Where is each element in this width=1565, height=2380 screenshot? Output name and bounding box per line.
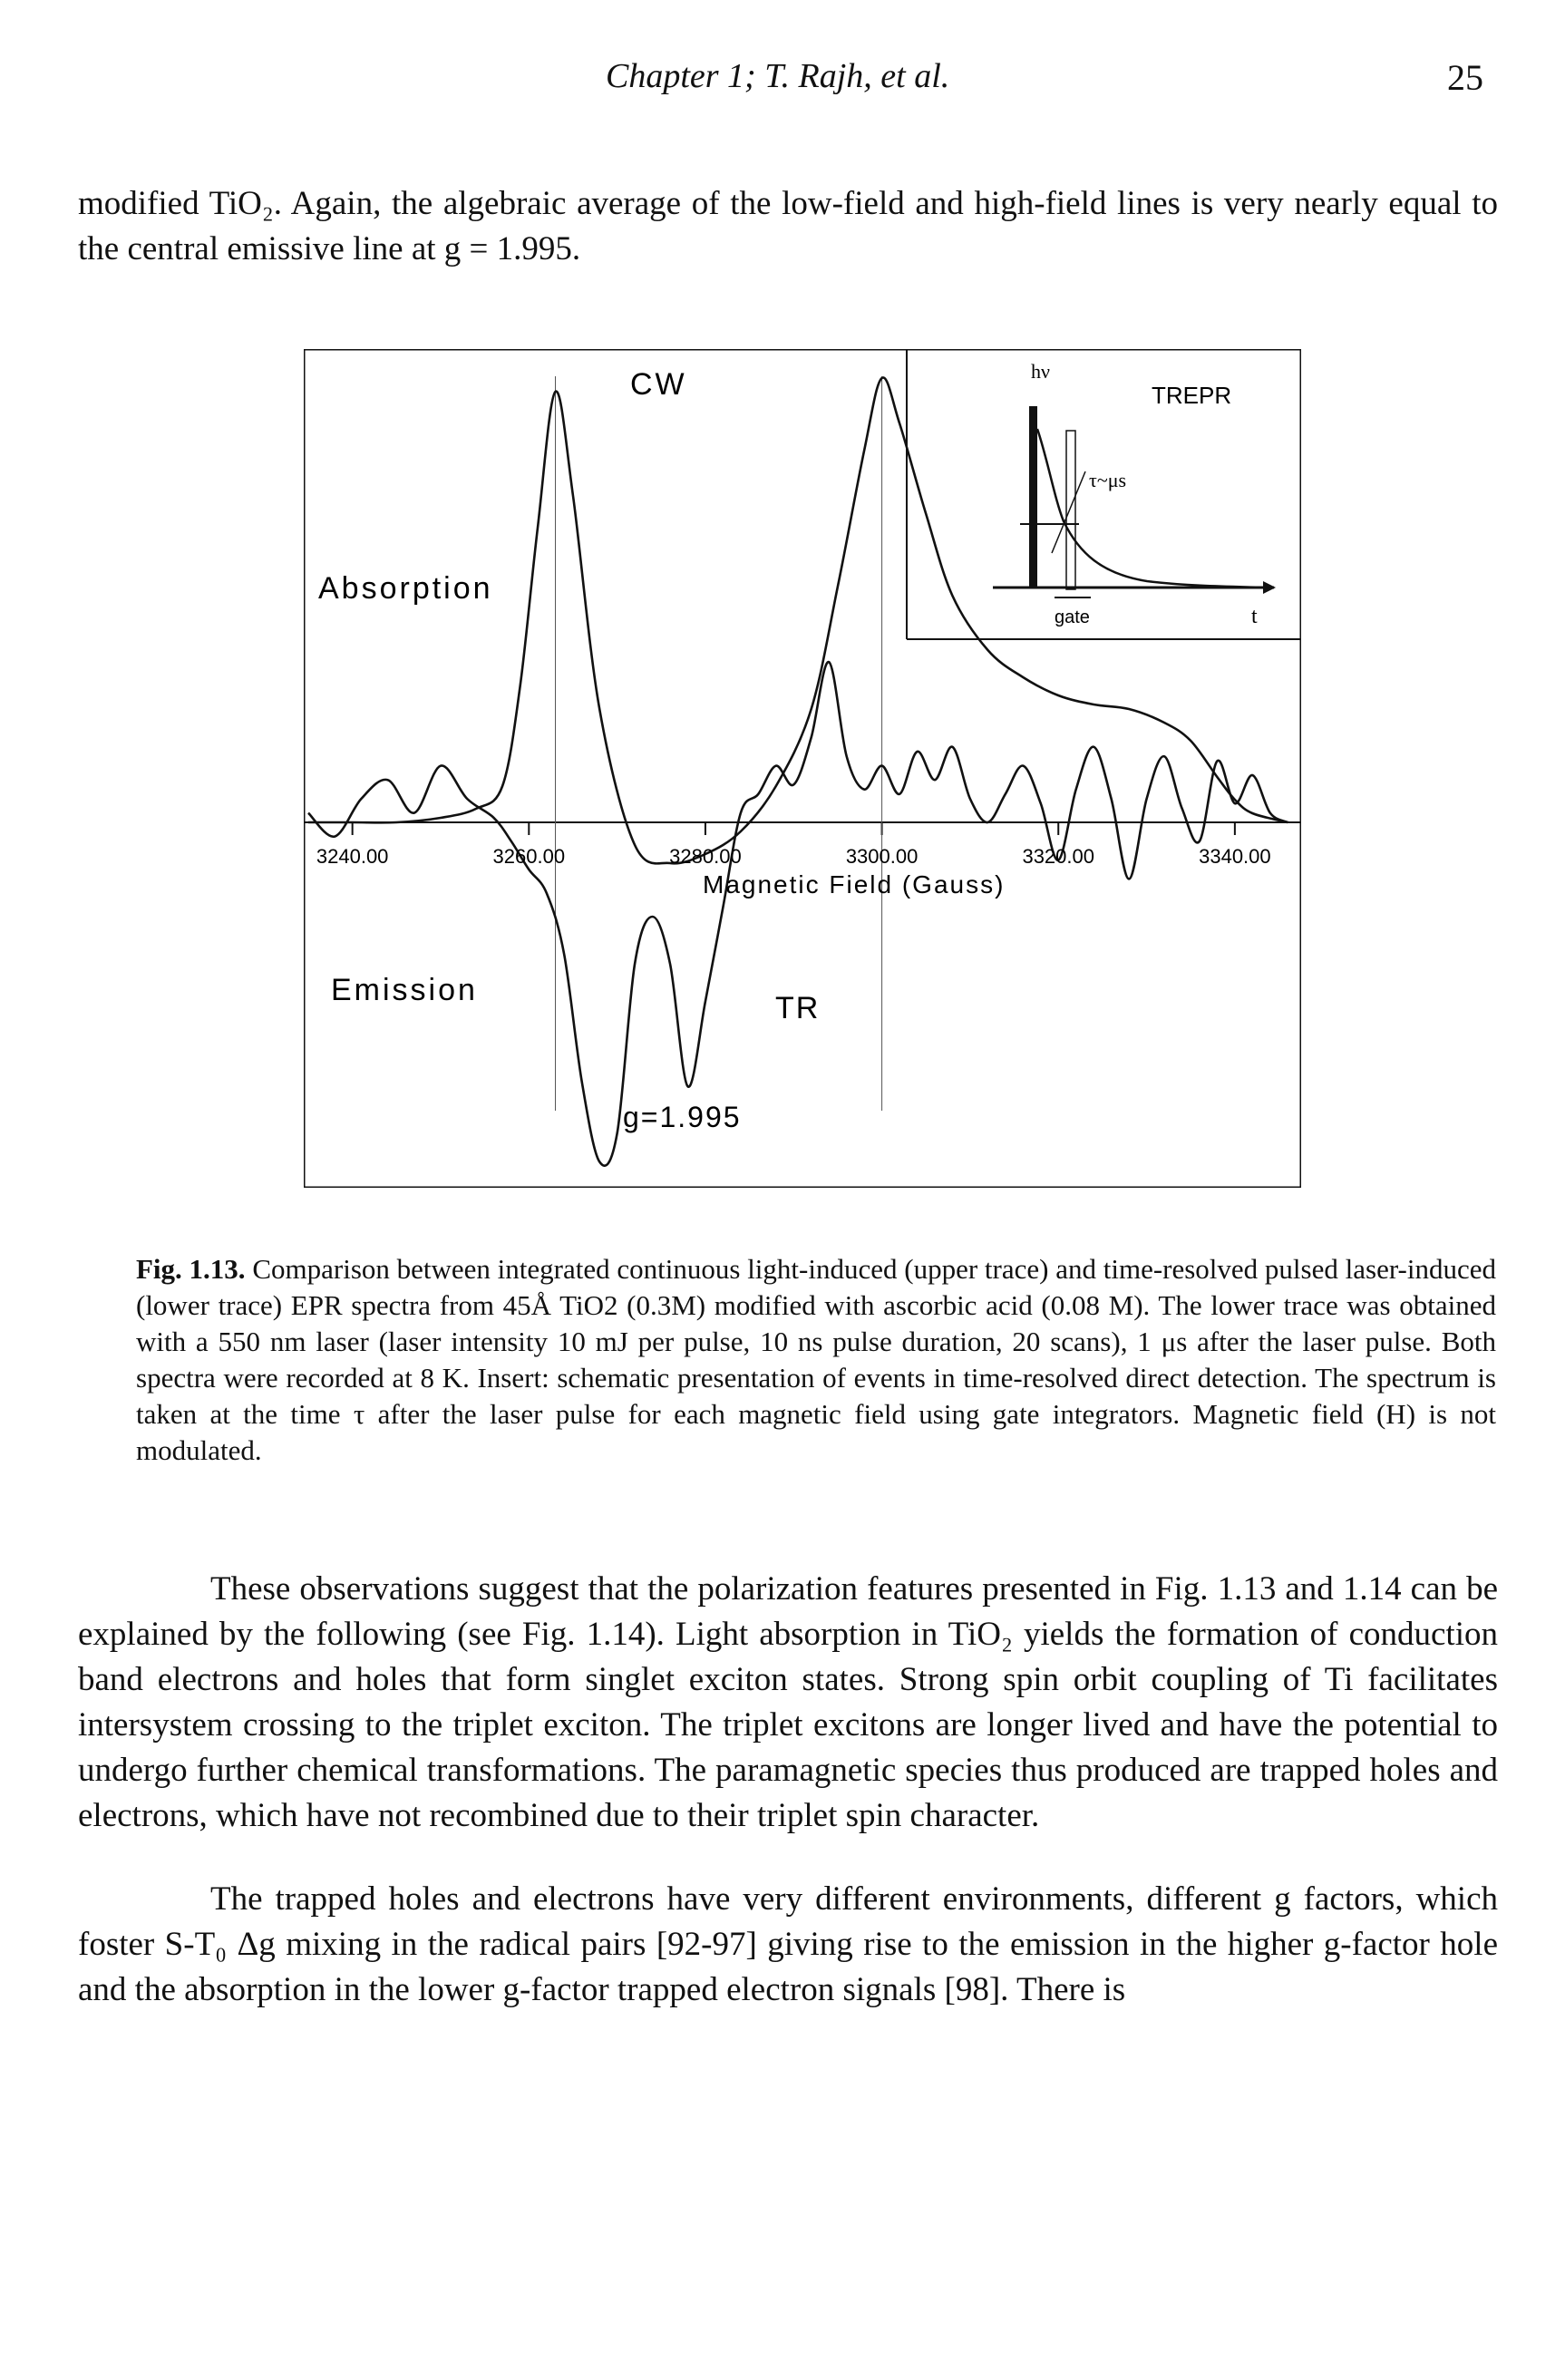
inset-trepr-label: TREPR xyxy=(1152,382,1231,409)
page-number: 25 xyxy=(1447,57,1483,98)
g-value-label: g=1.995 xyxy=(623,1101,742,1133)
emission-label: Emission xyxy=(331,973,478,1007)
paragraph-trapped: The trapped holes and electrons have ver… xyxy=(78,1880,1498,2008)
inset-arrow-head xyxy=(1263,581,1276,594)
tr-label: TR xyxy=(775,991,820,1025)
inset-laser-pulse xyxy=(1029,406,1037,588)
x-tick-label-2: 3260.00 xyxy=(493,845,566,868)
inset-gate-window xyxy=(1065,430,1076,590)
caption-figure-number: Fig. 1.13. xyxy=(136,1253,246,1285)
peak-guide-lines xyxy=(555,376,883,1111)
figure-1-13: hν TREPR τ~μs gate t 3240.00 3260.00 3280.… xyxy=(304,349,1301,1188)
x-tick-labels: 3240.00 3260.00 3280.00 3300.00 3320.00 3340.… xyxy=(316,845,1271,868)
plot-area: 3240.00 3260.00 3280.00 3300.00 3320.00 3340.… xyxy=(304,376,1301,1167)
series-line-tr xyxy=(307,660,1288,1167)
paragraph-top: modified TiO₂. Again, the algebraic aver… xyxy=(78,185,1498,267)
inset-trepr: hν TREPR τ~μs gate t xyxy=(906,349,1301,640)
paragraph-observations: These observations suggest that the pola… xyxy=(78,1570,1498,1834)
caption-text: Comparison between integrated continuous… xyxy=(136,1253,1496,1466)
x-tick-marks xyxy=(351,822,1236,835)
x-tick-label-6: 3340.00 xyxy=(1199,845,1271,868)
series-line-cw xyxy=(308,376,1288,865)
running-head: Chapter 1; T. Rajh, et al. 25 xyxy=(0,56,1565,102)
x-tick-label-4: 3300.00 xyxy=(846,845,919,868)
x-tick-label-1: 3240.00 xyxy=(316,845,389,868)
epr-spectra-figure: hν TREPR τ~μs gate t 3240.00 3260.00 3280.… xyxy=(304,349,1301,1188)
inset-tau-label: τ~μs xyxy=(1089,469,1126,491)
x-tick-label-5: 3320.00 xyxy=(1022,845,1094,868)
absorption-label: Absorption xyxy=(318,571,493,606)
running-title: Chapter 1; T. Rajh, et al. xyxy=(606,57,950,95)
x-tick-label-3: 3280.00 xyxy=(669,845,742,868)
inset-decay-curve xyxy=(1035,428,1266,589)
inset-gate-label: gate xyxy=(1055,607,1090,627)
x-axis-title: Magnetic Field (Gauss) xyxy=(703,870,1005,899)
cw-label: CW xyxy=(630,367,687,402)
inset-hv-label: hν xyxy=(1031,360,1050,383)
figure-caption: Fig. 1.13. Comparison between integrated… xyxy=(136,1251,1496,1469)
inset-t-label: t xyxy=(1251,605,1258,628)
inset-tau-pointer xyxy=(1051,471,1086,554)
